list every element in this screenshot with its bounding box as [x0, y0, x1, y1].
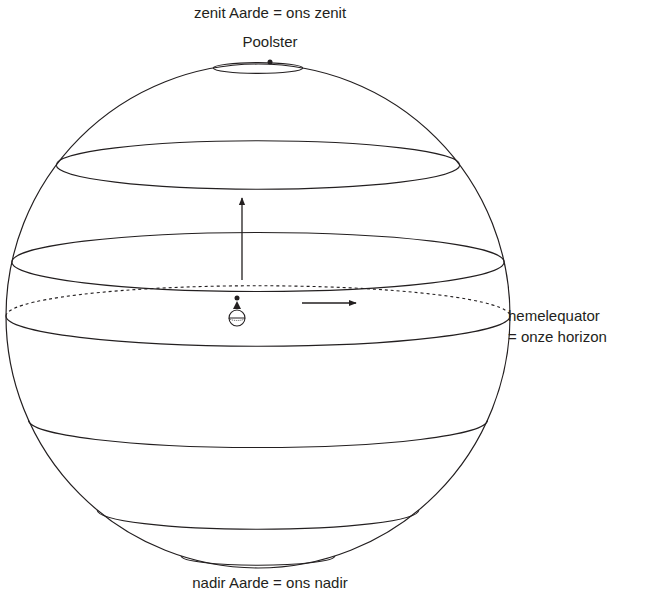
latitude-circle	[213, 63, 302, 68]
equator-back	[6, 286, 510, 316]
pole-star-dot	[268, 60, 273, 65]
latitude-circle	[6, 316, 510, 346]
latitude-circle	[213, 68, 302, 73]
latitude-circle	[12, 262, 504, 292]
nadir-label: nadir Aarde = ons nadir	[0, 572, 540, 593]
latitude-circle	[97, 510, 419, 529]
observer-figure	[229, 296, 245, 327]
latitude-circle	[28, 420, 487, 448]
latitude-circle	[12, 232, 504, 262]
arrow-right	[302, 302, 356, 303]
pole-star-label: Poolster	[0, 31, 540, 52]
arrow-up	[241, 198, 242, 280]
latitude-circle	[56, 141, 459, 165]
equator-label: hemelequator = onze horizon	[508, 305, 611, 347]
latitude-circle	[181, 556, 335, 565]
zenith-label: zenit Aarde = ons zenit	[0, 2, 540, 23]
sphere-outline	[6, 64, 510, 568]
latitude-circle	[56, 165, 459, 189]
